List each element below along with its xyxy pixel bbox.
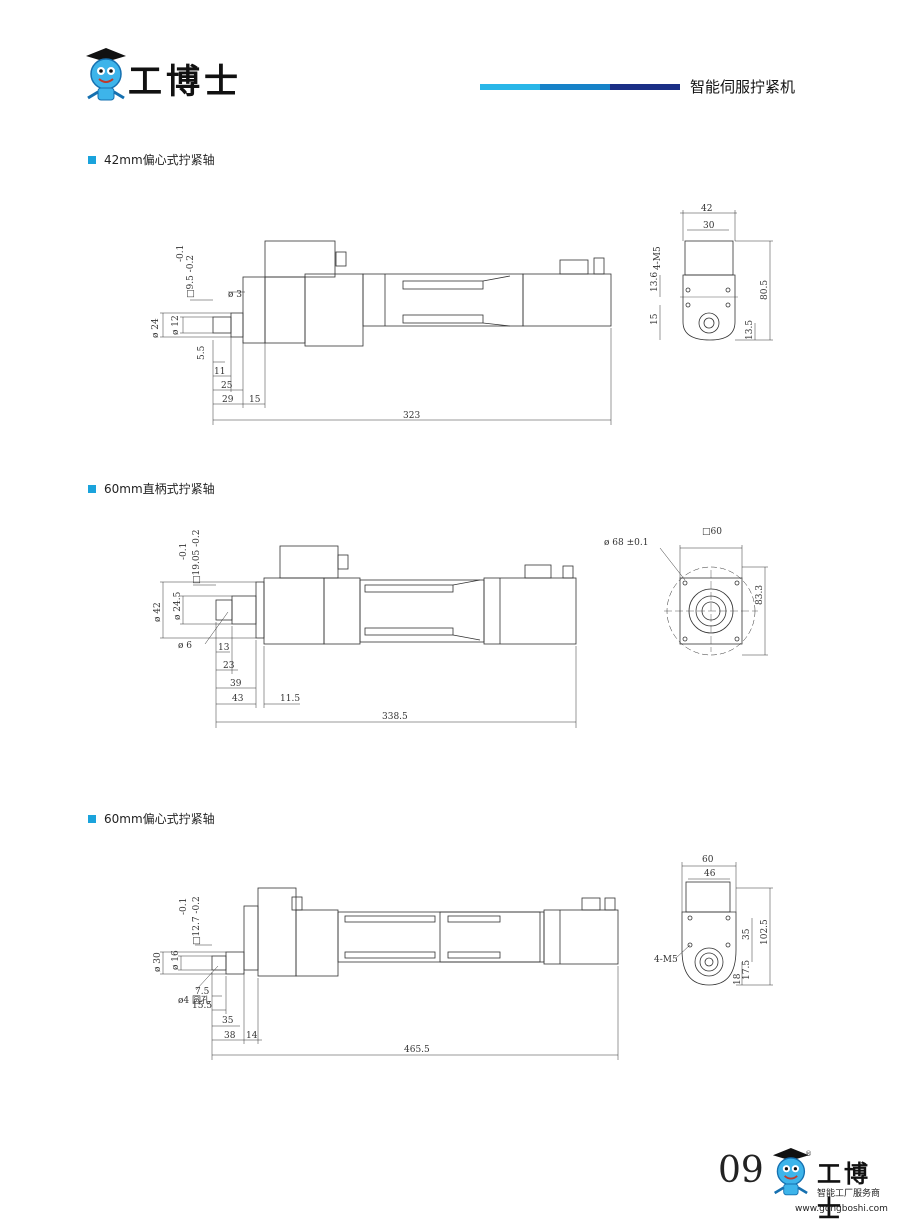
dim-c: 25 xyxy=(221,381,233,391)
dim-dia-outer: ø 42 xyxy=(153,602,163,622)
end-dim-height: 80.5 xyxy=(760,280,770,300)
end-dim-d3: 13.5 xyxy=(745,320,755,340)
end-dim-d1: 13.6 xyxy=(650,272,660,292)
dim-square: □12.7 -0.2 xyxy=(192,896,202,945)
header-bar-dark xyxy=(610,84,680,90)
dim-b: 23 xyxy=(223,661,235,671)
drawing-dims-2 xyxy=(160,581,577,728)
dim-d: 43 xyxy=(232,694,244,704)
dim-tol-upper: -0.1 xyxy=(179,543,189,560)
header-bar-light xyxy=(480,84,540,90)
footer-brand-name: 工博士 xyxy=(817,1159,871,1223)
drawing-side-view-1 xyxy=(212,240,612,347)
end-dim-width-inner: 30 xyxy=(703,221,715,231)
end-dim-square: □60 xyxy=(702,527,722,537)
dim-dia-inner: ø 12 xyxy=(171,315,181,335)
drawing-end-view-1 xyxy=(659,210,773,341)
brand-name: 工博士 xyxy=(128,62,242,102)
footer-logo: ® 工博士 智能工厂服务商 www.gongboshi.com xyxy=(765,1148,895,1223)
registered-mark: ® xyxy=(805,1150,812,1158)
dim-b: 15.5 xyxy=(192,1001,212,1011)
section-title-2: 60mm直柄式拧紧轴 xyxy=(88,480,215,497)
drawing-side-view-2 xyxy=(215,545,577,645)
dim-dia-pin: ø 6 xyxy=(178,641,192,651)
dim-a: 5.5 xyxy=(197,345,207,360)
dim-e: 14 xyxy=(246,1031,258,1041)
dim-dia-outer: ø 30 xyxy=(153,952,163,972)
dim-labels-3: -0.1 □12.7 -0.2 ø 30 ø 16 ø4 圆孔 7.5 15.5… xyxy=(153,855,770,1055)
end-dim-d2: 15 xyxy=(650,313,660,325)
dim-e: 15 xyxy=(249,395,261,405)
end-dim-bolt-circle: ø 68 ±0.1 xyxy=(604,538,648,548)
end-dim-d2: 17.5 xyxy=(742,960,752,980)
dim-overall: 465.5 xyxy=(404,1045,430,1055)
end-dim-width-outer: 42 xyxy=(701,204,712,214)
dim-dia-inner: ø 16 xyxy=(171,950,181,970)
dim-dia-pin: ø 3 xyxy=(228,290,242,300)
dim-labels-1: -0.1 □9.5 -0.2 ø 24 ø 12 ø 3 5.5 11 25 2… xyxy=(151,204,770,421)
end-dim-height: 83.3 xyxy=(755,585,765,605)
dim-tol-upper: -0.1 xyxy=(176,245,186,262)
section-title-text: 60mm直柄式拧紧轴 xyxy=(104,482,215,496)
dim-labels-2: -0.1 □19.05 -0.2 ø 42 ø 24.5 ø 6 13 23 3… xyxy=(153,527,765,722)
dim-dia-inner: ø 24.5 xyxy=(173,591,183,620)
header-color-bars xyxy=(480,84,680,90)
bullet-square-icon xyxy=(88,814,96,823)
header-bar-mid xyxy=(540,84,610,90)
section-title-1: 42mm偏心式拧紧轴 xyxy=(88,151,215,168)
bullet-square-icon xyxy=(88,484,96,493)
footer-tagline: 智能工厂服务商 xyxy=(817,1189,881,1199)
drawing-dims-3 xyxy=(160,944,619,1060)
drawing-dims-1 xyxy=(160,291,612,425)
dim-square: □9.5 -0.2 xyxy=(186,255,196,298)
section-title-text: 42mm偏心式拧紧轴 xyxy=(104,153,215,167)
end-dim-thread: 4-M5 xyxy=(653,246,663,270)
dim-a: 7.5 xyxy=(195,987,210,997)
end-dim-width-outer: 60 xyxy=(702,855,714,865)
dim-e: 11.5 xyxy=(280,694,300,704)
dim-c: 39 xyxy=(230,679,242,689)
dim-d: 29 xyxy=(222,395,234,405)
dim-overall: 323 xyxy=(403,411,420,421)
drawing-side-view-3 xyxy=(211,887,619,977)
drawing-end-view-3 xyxy=(675,862,773,986)
drawing-end-view-2 xyxy=(659,545,768,656)
dim-square: □19.05 -0.2 xyxy=(192,530,202,584)
mascot-icon xyxy=(772,1148,809,1196)
dim-hole: ø4 圆孔 xyxy=(178,995,210,1006)
dim-a: 13 xyxy=(218,643,230,653)
bullet-square-icon xyxy=(88,155,96,164)
page-number: 09 xyxy=(718,1150,764,1191)
end-dim-d1: 35 xyxy=(742,928,752,940)
header-subtitle: 智能伺服拧紧机 xyxy=(690,78,796,96)
section-title-3: 60mm偏心式拧紧轴 xyxy=(88,810,215,827)
dim-b: 11 xyxy=(214,367,225,377)
end-dim-width-inner: 46 xyxy=(704,869,716,879)
end-dim-thread: 4-M5 xyxy=(654,955,678,965)
end-dim-height: 102.5 xyxy=(760,919,770,945)
section-title-text: 60mm偏心式拧紧轴 xyxy=(104,812,215,826)
dim-d: 38 xyxy=(224,1031,236,1041)
footer-url[interactable]: www.gongboshi.com xyxy=(795,1204,888,1214)
dim-c: 35 xyxy=(222,1016,234,1026)
mascot-icon xyxy=(86,48,126,101)
header-logo: 工博士 xyxy=(82,48,282,108)
end-dim-d3: 18 xyxy=(733,973,743,985)
dim-tol-upper: -0.1 xyxy=(179,898,189,915)
dim-dia-outer: ø 24 xyxy=(151,318,161,338)
dim-overall: 338.5 xyxy=(382,712,408,722)
